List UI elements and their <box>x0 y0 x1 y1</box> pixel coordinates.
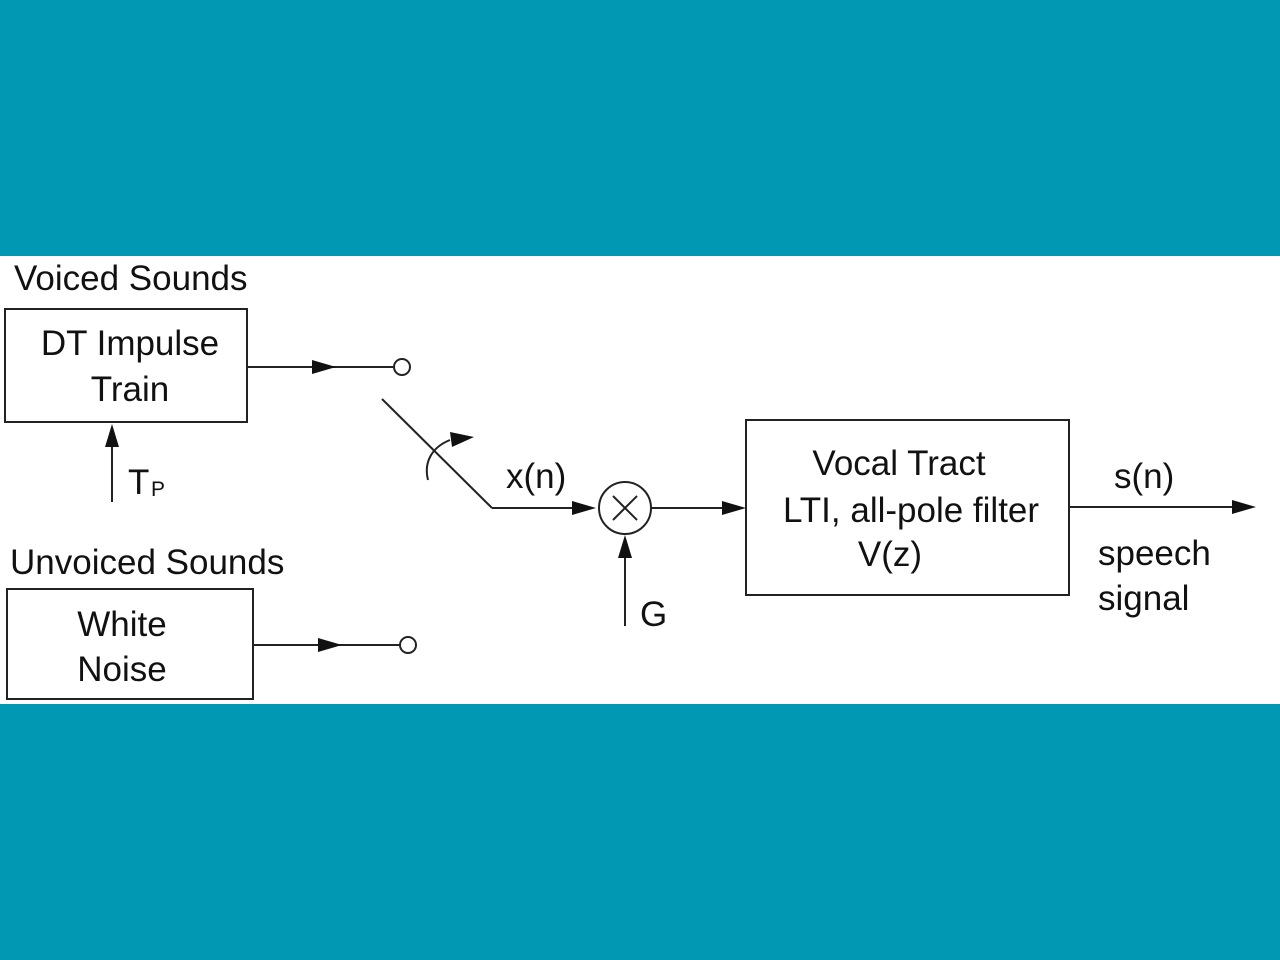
white-noise-block <box>6 588 254 700</box>
gain-arrowhead <box>618 535 632 558</box>
switch-icon <box>381 398 493 509</box>
output-caption-line1: speech <box>1098 534 1211 573</box>
gain-label: G <box>640 595 667 634</box>
rotation-arrow-icon <box>425 439 451 481</box>
output-arrowhead <box>1232 500 1256 514</box>
filter-input-arrowhead <box>722 501 746 515</box>
excitation-label: x(n) <box>506 457 566 496</box>
voiced-output-arrowhead <box>312 360 336 374</box>
excitation-arrowhead <box>572 501 596 515</box>
vocal-tract-filter-type: LTI, all-pole filter <box>783 491 1039 530</box>
multiplier-icon <box>598 481 652 535</box>
vocal-tract-transfer-function: V(z) <box>858 535 922 574</box>
vocal-tract-block <box>745 419 1070 596</box>
unvoiced-sounds-heading: Unvoiced Sounds <box>10 543 284 582</box>
pitch-period-subscript: P <box>151 478 165 501</box>
dt-impulse-train-block <box>4 308 248 423</box>
pitch-period-arrowhead <box>105 424 119 447</box>
dt-impulse-train-label-line2: Train <box>91 370 169 409</box>
pitch-period-symbol: T <box>128 463 149 502</box>
unvoiced-output-arrowhead <box>318 638 342 652</box>
output-caption-line2: signal <box>1098 579 1189 618</box>
multiplier-cross-b <box>612 495 638 521</box>
rotation-arrow-head <box>450 432 474 447</box>
speech-production-diagram: Voiced Sounds DT Impulse Train T P Unvoi… <box>4 259 1256 700</box>
voiced-switch-terminal <box>393 358 411 376</box>
white-noise-label-line1: White <box>77 605 166 644</box>
switch-blade <box>381 398 493 509</box>
output-signal-label: s(n) <box>1114 457 1174 496</box>
vocal-tract-title: Vocal Tract <box>812 444 985 483</box>
white-noise-label-line2: Noise <box>77 650 166 689</box>
unvoiced-switch-terminal <box>399 636 417 654</box>
voiced-sounds-heading: Voiced Sounds <box>14 259 248 298</box>
diagram-panel: Voiced Sounds DT Impulse Train T P Unvoi… <box>0 256 1280 704</box>
dt-impulse-train-label-line1: DT Impulse <box>41 324 219 363</box>
